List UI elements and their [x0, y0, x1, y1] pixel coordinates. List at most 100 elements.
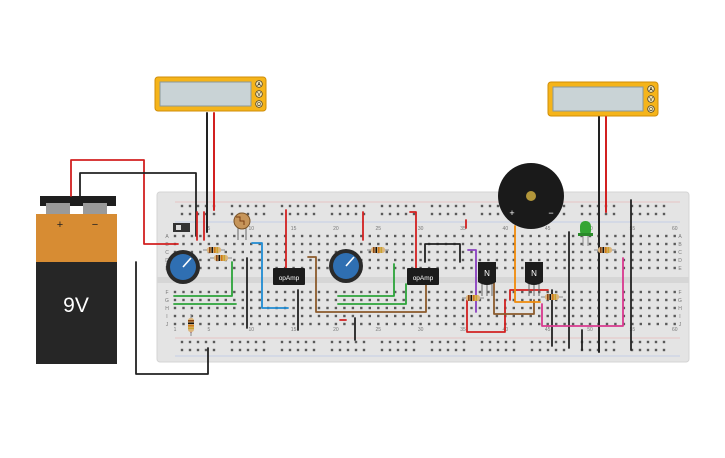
- row-label-right: C: [678, 250, 682, 256]
- resistor-r2[interactable]: [210, 255, 232, 261]
- wire-ground-bottom: [135, 261, 209, 375]
- column-label-top: 5: [207, 226, 210, 232]
- potentiometer-left[interactable]: [166, 250, 200, 284]
- opamp-2[interactable]: opAmp: [407, 268, 439, 285]
- opamp-2-label: opAmp: [413, 275, 434, 282]
- row-label-left: H: [165, 306, 169, 312]
- buzzer-plus-label: +: [509, 208, 514, 218]
- column-label-top: 60: [672, 226, 678, 232]
- column-label-bottom: 55: [630, 327, 636, 333]
- column-label-top: 40: [503, 226, 509, 232]
- mm-right-button-v[interactable]: V: [649, 97, 653, 103]
- row-label-right: D: [678, 258, 682, 264]
- column-label-bottom: 50: [587, 327, 593, 333]
- photoresistor[interactable]: [233, 212, 251, 240]
- resistor-r6[interactable]: [594, 247, 616, 253]
- transistor-2[interactable]: N: [525, 262, 543, 296]
- battery-minus-label: −: [92, 219, 98, 231]
- column-label-bottom: 60: [672, 327, 678, 333]
- column-label-bottom: 35: [460, 327, 466, 333]
- row-label-left: I: [166, 314, 167, 320]
- battery-9v[interactable]: + − 9V: [36, 196, 117, 364]
- column-label-top: 30: [418, 226, 424, 232]
- wires[interactable]: [70, 112, 632, 375]
- wire-orange: [514, 225, 541, 303]
- wire-green-1: [173, 261, 233, 297]
- resistor-r3[interactable]: [367, 247, 389, 253]
- wire-red-9: [466, 299, 506, 333]
- multimeter-right[interactable]: A V Ω: [547, 81, 659, 117]
- resistor-r5[interactable]: [541, 294, 563, 300]
- resistor-r1[interactable]: [203, 247, 225, 253]
- mm-left-button-a[interactable]: A: [257, 82, 261, 88]
- mm-right-button-ohm[interactable]: Ω: [649, 107, 653, 113]
- row-label-left: C: [165, 250, 169, 256]
- column-label-top: 15: [291, 226, 297, 232]
- wire-blue: [251, 242, 289, 309]
- slide-switch[interactable]: [173, 223, 190, 232]
- row-label-right: I: [679, 314, 680, 320]
- multimeter-right-buttons[interactable]: A V Ω: [647, 85, 655, 113]
- resistor-r4[interactable]: [462, 295, 484, 301]
- column-label-bottom: 1: [174, 327, 177, 333]
- transistor-1-label: N: [484, 269, 490, 278]
- row-label-left: B: [165, 242, 169, 248]
- row-label-left: J: [166, 322, 169, 328]
- column-label-bottom: 20: [333, 327, 339, 333]
- column-label-top: 10: [248, 226, 254, 232]
- wire-red-5: [409, 211, 417, 271]
- mm-left-button-ohm[interactable]: Ω: [257, 102, 261, 108]
- column-label-bottom: 30: [418, 327, 424, 333]
- column-label-top: 35: [460, 226, 466, 232]
- column-label-bottom: 45: [545, 327, 551, 333]
- breadboard-holes: [173, 204, 676, 352]
- wire-black-4: [424, 243, 461, 263]
- led-green[interactable]: [578, 221, 593, 246]
- transistor-2-label: N: [531, 269, 537, 278]
- wire-battery-negative: [79, 172, 197, 237]
- wire-green-3: [337, 263, 395, 297]
- wire-battery-positive: [70, 159, 179, 245]
- transistor-1[interactable]: N: [478, 262, 496, 296]
- row-label-right: J: [679, 322, 682, 328]
- row-label-right: F: [678, 290, 681, 296]
- column-label-bottom: 5: [207, 327, 210, 333]
- wire-purple: [467, 249, 477, 313]
- wire-brown-1: [307, 256, 427, 313]
- battery-plus-label: +: [57, 219, 63, 231]
- row-label-right: E: [678, 266, 682, 272]
- column-label-bottom: 10: [248, 327, 254, 333]
- multimeter-left[interactable]: A V Ω: [154, 76, 267, 112]
- potentiometer-right[interactable]: [329, 249, 363, 283]
- column-label-top: 55: [630, 226, 636, 232]
- column-label-bottom: 25: [375, 327, 381, 333]
- row-label-right: A: [678, 234, 682, 240]
- row-label-left: A: [165, 234, 169, 240]
- column-label-top: 20: [333, 226, 339, 232]
- wire-red-10: [509, 289, 549, 301]
- wire-green-4: [337, 283, 407, 305]
- row-label-right: B: [678, 242, 682, 248]
- row-label-right: H: [678, 306, 682, 312]
- opamp-1[interactable]: opAmp: [273, 268, 305, 285]
- battery-voltage-label: 9V: [63, 294, 89, 317]
- row-label-left: F: [165, 290, 168, 296]
- resistor-r7[interactable]: [188, 314, 194, 336]
- wire-pink: [541, 257, 624, 327]
- mm-right-button-a[interactable]: A: [649, 87, 653, 93]
- column-label-bottom: 15: [291, 327, 297, 333]
- resistors[interactable]: [188, 247, 616, 336]
- piezo-buzzer[interactable]: + −: [498, 163, 564, 229]
- power-rail-lines: [175, 201, 680, 357]
- column-label-top: 45: [545, 226, 551, 232]
- row-label-left: G: [165, 298, 169, 304]
- buzzer-minus-label: −: [548, 208, 553, 218]
- mm-left-button-v[interactable]: V: [257, 92, 261, 98]
- column-label-top: 25: [375, 226, 381, 232]
- wire-brown-2: [493, 281, 535, 315]
- row-label-right: G: [678, 298, 682, 304]
- opamp-1-label: opAmp: [279, 275, 300, 282]
- multimeter-left-buttons[interactable]: A V Ω: [255, 80, 263, 108]
